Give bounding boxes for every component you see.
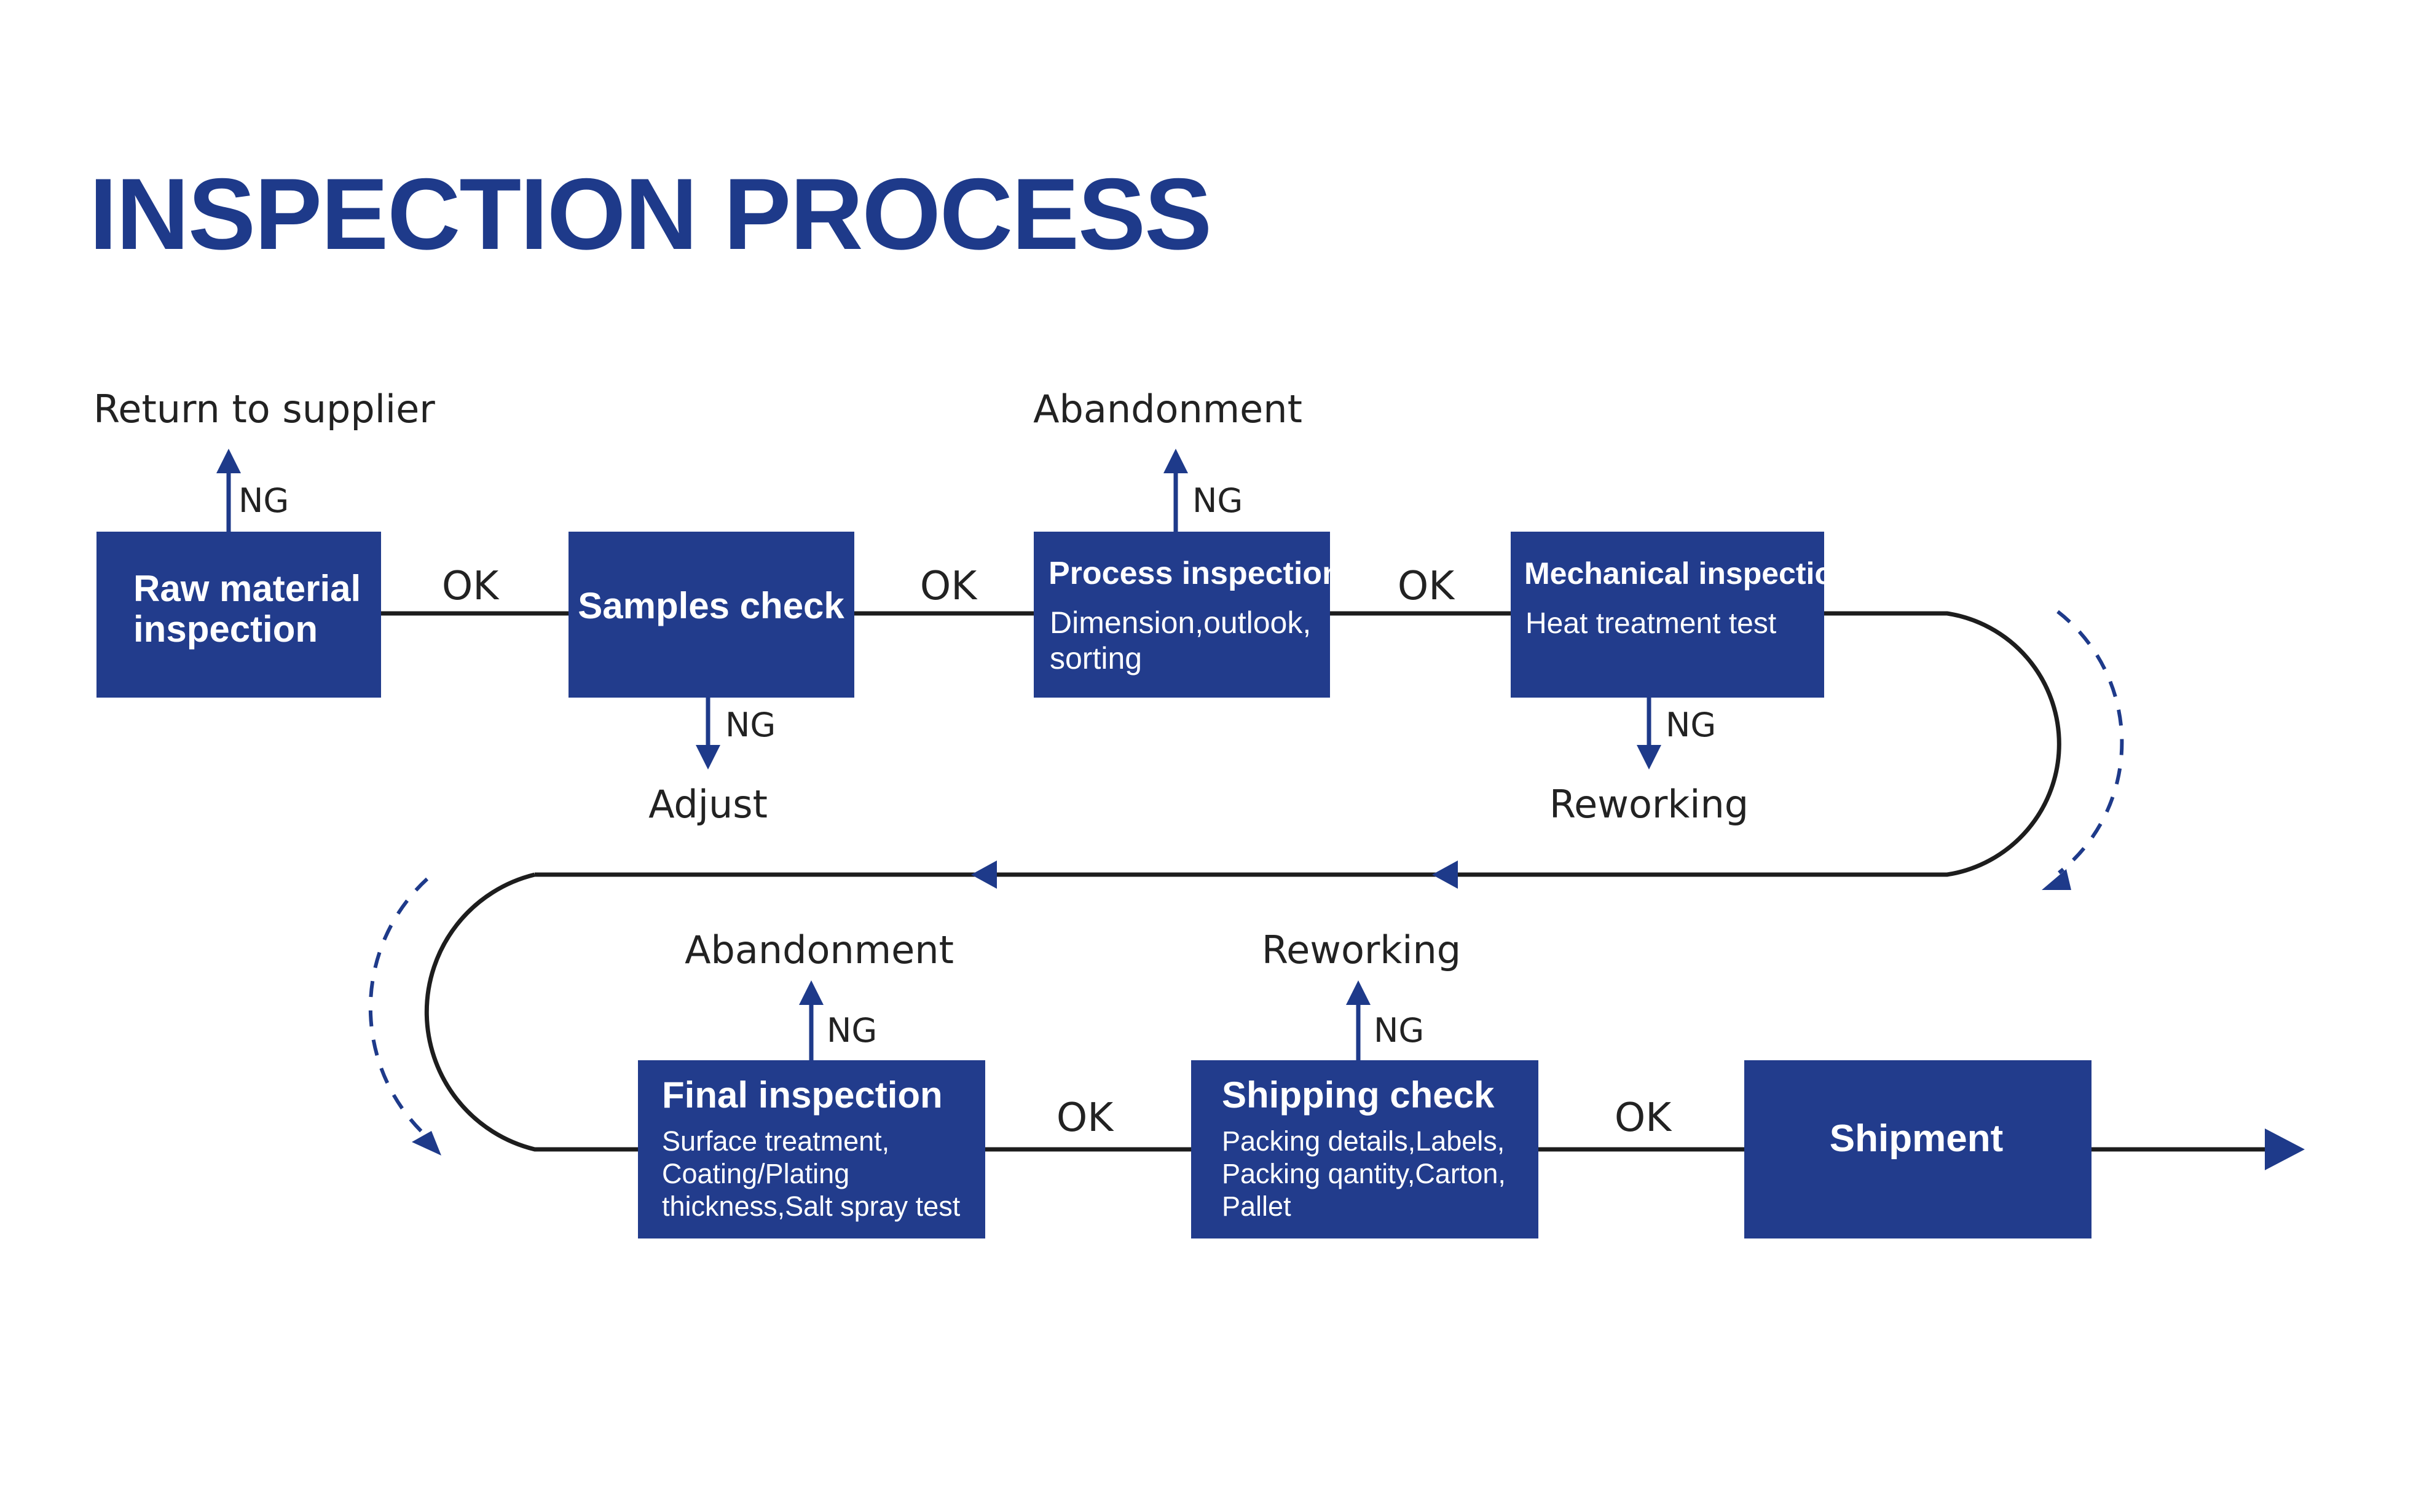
step-title: Raw material inspection	[133, 568, 371, 650]
connector-right-uturn	[535, 611, 2061, 877]
ok-label: OK	[1057, 1095, 1114, 1141]
step-process-inspection: Process inspection Dimension,outlook, so…	[1034, 532, 1342, 698]
step-title: Final inspection	[662, 1074, 943, 1116]
ok-label: OK	[1615, 1095, 1672, 1141]
step-samples-check: Samples check	[569, 532, 854, 698]
connector-left-uturn	[424, 872, 639, 1152]
left-arrow-icon	[971, 860, 997, 889]
down-arrow-icon	[696, 745, 720, 770]
down-arrow-icon	[1637, 745, 1661, 770]
ng-label: NG	[1374, 1011, 1424, 1050]
up-arrow-icon	[216, 449, 241, 473]
page-title: INSPECTION PROCESS	[89, 157, 1211, 270]
exit-arrow-icon	[2265, 1128, 2305, 1170]
up-arrow-icon	[1346, 980, 1371, 1005]
step-title: Process inspection	[1049, 556, 1342, 591]
step-title: Samples check	[578, 585, 844, 626]
dashed-direction-right	[2056, 610, 2124, 875]
ng-outcome-shipping: Reworking	[1262, 927, 1461, 972]
dashed-direction-left	[368, 877, 429, 1136]
ng-label: NG	[1666, 706, 1716, 744]
ok-label: OK	[442, 564, 500, 609]
dashed-arrowhead-icon	[412, 1131, 441, 1156]
ng-outcome-mechanical: Reworking	[1549, 782, 1749, 827]
ng-label: NG	[827, 1011, 877, 1050]
step-title: Shipment	[1830, 1117, 2003, 1160]
dashed-arrowhead-icon	[2042, 869, 2071, 890]
step-shipment: Shipment	[1744, 1060, 2091, 1238]
ng-label: NG	[725, 706, 776, 744]
up-arrow-icon	[799, 980, 824, 1005]
step-mechanical-inspection: Mechanical inspection Heat treatment tes…	[1511, 532, 1852, 698]
ng-outcome-raw: Return to supplier	[93, 387, 435, 431]
step-details: Packing details,Labels, Packing qantity,…	[1222, 1125, 1513, 1222]
step-details: Dimension,outlook, sorting	[1050, 605, 1320, 675]
ng-label: NG	[1192, 481, 1243, 520]
step-raw-material-inspection: Raw material inspection	[96, 532, 381, 698]
up-arrow-icon	[1163, 449, 1188, 473]
ng-outcome-process: Abandonment	[1033, 387, 1302, 431]
ok-label: OK	[1398, 564, 1455, 609]
ng-outcome-samples: Adjust	[648, 782, 768, 827]
ok-label: OK	[920, 564, 978, 609]
step-details: Heat treatment test	[1525, 607, 1776, 640]
step-title: Mechanical inspection	[1524, 556, 1852, 591]
step-details: Surface treatment, Coating/Plating thick…	[662, 1125, 961, 1222]
ng-outcome-final: Abandonment	[685, 927, 954, 972]
left-arrow-icon	[1432, 860, 1458, 889]
step-title: Shipping check	[1222, 1074, 1495, 1116]
step-shipping-check: Shipping check Packing details,Labels, P…	[1191, 1060, 1538, 1238]
step-final-inspection: Final inspection Surface treatment, Coat…	[638, 1060, 985, 1238]
ng-label: NG	[238, 481, 289, 520]
